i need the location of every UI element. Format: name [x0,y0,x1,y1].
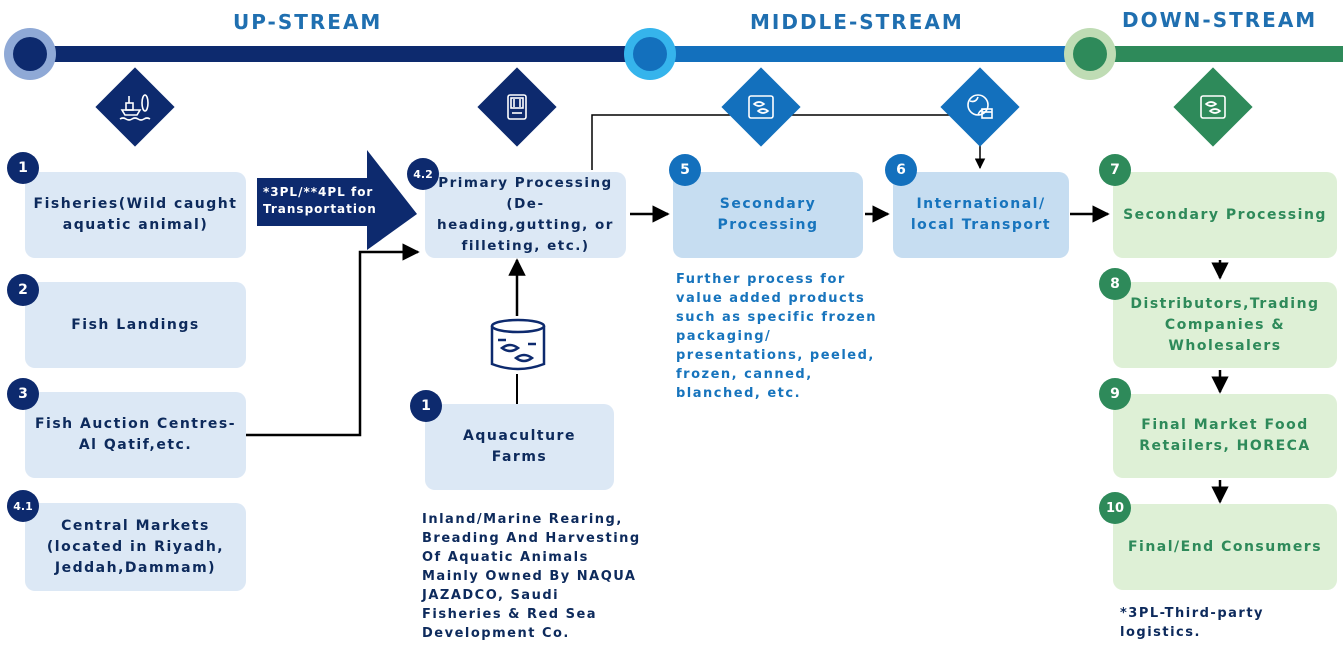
transport-box: International/ local Transport [893,172,1069,258]
auction-label: Fish Auction Centres- Al Qatif,etc. [34,416,237,453]
fish-crate-icon [1185,79,1241,135]
fisheries-box: Fisheries(Wild caught aquatic animal) [25,172,246,258]
distributors-badge: 8 [1099,268,1131,300]
landings-label: Fish Landings [71,316,200,333]
midstream-node-core [633,37,667,71]
landings-badge: 2 [7,274,39,306]
mid-secondary-badge: 5 [669,154,701,186]
auction-box: Fish Auction Centres- Al Qatif,etc. [25,392,246,478]
primary-processing-box: Primary Processing (De-heading,gutting, … [425,172,626,258]
transport-label: International/ local Transport [910,196,1052,233]
aquaculture-label: Aquaculture Farms [463,428,576,465]
central-markets-badge: 4.1 [7,490,39,522]
retailers-box: Final Market Food Retailers, HORECA [1113,394,1337,478]
down-secondary-box: Secondary Processing [1113,172,1337,258]
downstream-heading: DOWN-STREAM [1122,8,1318,32]
processing-machine-icon [489,79,545,135]
fisheries-badge: 1 [7,152,39,184]
transport-badge: 6 [885,154,917,186]
downstream-node-core [1073,37,1107,71]
consumers-badge: 10 [1099,492,1131,524]
distributors-label: Distributors,Trading Companies & Wholesa… [1130,295,1320,354]
down-secondary-label: Secondary Processing [1123,206,1327,223]
downstream-bar [1090,46,1343,62]
auction-badge: 3 [7,378,39,410]
global-shipping-icon [952,79,1008,135]
auction-to-primary-line [246,243,420,437]
fish-tank-icon [488,316,548,380]
fishing-boat-icon [107,79,163,135]
aquaculture-box: Aquaculture Farms [425,404,614,490]
aquaculture-note: Inland/Marine Rearing, Breading And Harv… [422,512,641,641]
central-markets-label: Central Markets (located in Riyadh, Jedd… [46,517,225,576]
landings-box: Fish Landings [25,282,246,368]
retailers-label: Final Market Food Retailers, HORECA [1139,417,1311,454]
down-secondary-badge: 7 [1099,154,1131,186]
upstream-heading: UP-STREAM [233,10,383,34]
retailers-badge: 9 [1099,378,1131,410]
mid-secondary-box: Secondary Processing [673,172,863,258]
mid-secondary-note: Further process for value added products… [676,272,878,401]
aquaculture-badge: 1 [410,390,442,422]
consumers-label: Final/End Consumers [1127,538,1323,555]
transport-arrow-label: *3PL/**4PL for Transportation [263,185,377,216]
upstream-node-core [13,37,47,71]
midstream-heading: MIDDLE-STREAM [750,10,964,34]
mid-secondary-label: Secondary Processing [717,196,819,233]
central-markets-box: Central Markets (located in Riyadh, Jedd… [25,503,246,591]
fish-crate-icon [733,79,789,135]
transport-big-arrow [257,150,417,250]
primary-processing-label: Primary Processing (De-heading,gutting, … [437,175,614,254]
midstream-bar [650,46,1090,62]
primary-processing-badge: 4.2 [407,158,439,190]
upstream-bar [30,46,650,62]
distributors-box: Distributors,Trading Companies & Wholesa… [1113,282,1337,368]
footnote: *3PL-Third-party logistics. [1120,606,1265,640]
fisheries-label: Fisheries(Wild caught aquatic animal) [33,196,238,233]
consumers-box: Final/End Consumers [1113,504,1337,590]
